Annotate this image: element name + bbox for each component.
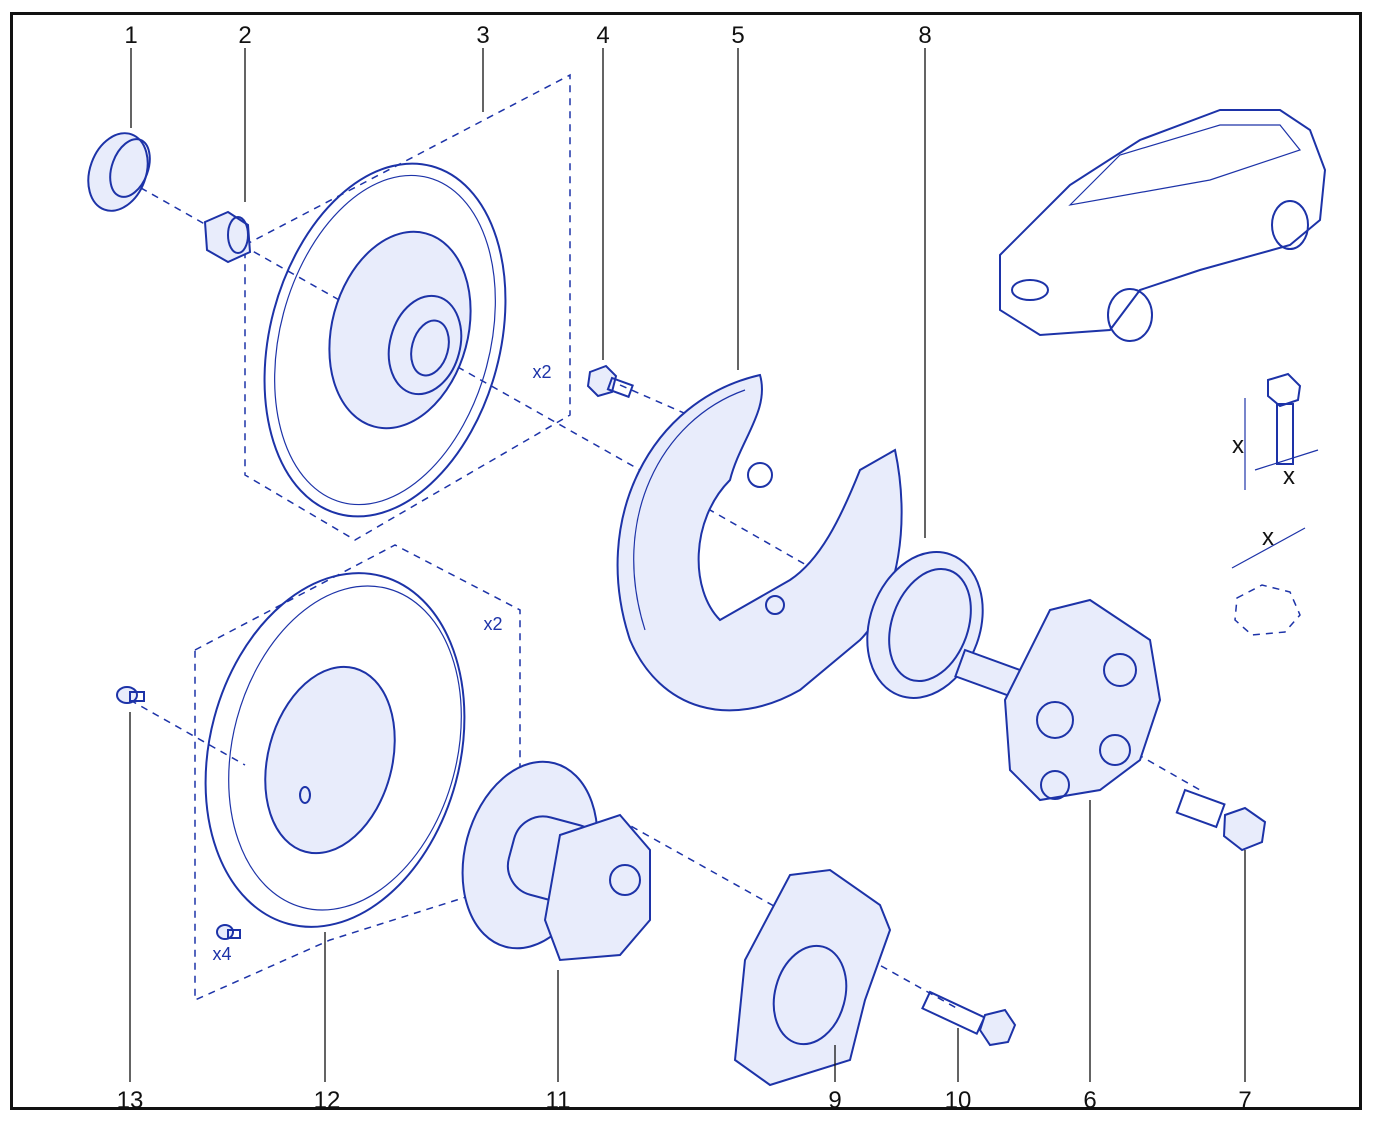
abs-ring — [866, 551, 984, 699]
callout-7: 7 — [1238, 1087, 1251, 1114]
brake-drum — [204, 572, 466, 928]
leader-lines — [129, 48, 1246, 1082]
bolt-diameter-mark: x — [1283, 463, 1295, 490]
hub-nut — [203, 210, 252, 264]
brake-disc — [263, 162, 507, 518]
callout-13: 13 — [117, 1087, 144, 1114]
drum-screw-quantity: x4 — [212, 944, 231, 964]
callout-12: 12 — [314, 1087, 341, 1114]
drum-quantity: x2 — [483, 614, 502, 634]
disc-group-box — [244, 73, 571, 541]
diagram-frame — [10, 12, 1362, 1110]
carrier-bolt — [1175, 788, 1267, 852]
callout-11: 11 — [546, 1087, 571, 1114]
callout-10: 10 — [945, 1087, 972, 1114]
disc-quantity: x2 — [532, 362, 551, 382]
nut-size-mark: x — [1262, 524, 1274, 551]
callout-8: 8 — [918, 22, 931, 49]
plate-bolt — [921, 990, 1017, 1047]
callout-4: 4 — [596, 22, 609, 49]
spacer-plate — [733, 868, 892, 1087]
bolt-length-mark: x — [1232, 432, 1244, 459]
callout-9: 9 — [828, 1087, 841, 1114]
vehicle-illustration — [999, 109, 1327, 342]
callout-1: 1 — [124, 22, 137, 49]
nut-dimension-symbol — [1231, 527, 1306, 636]
callout-2: 2 — [238, 22, 251, 49]
hub-bearing — [461, 760, 651, 962]
drum-group-box — [194, 544, 521, 1002]
dust-shield — [616, 373, 903, 712]
hub-cap — [87, 132, 151, 212]
stub-axle-carrier — [954, 598, 1162, 802]
callout-6: 6 — [1083, 1087, 1096, 1114]
callout-3: 3 — [476, 22, 489, 49]
drum-screw — [116, 686, 145, 704]
shield-bolt — [586, 364, 634, 399]
drum-small-screw — [216, 924, 241, 940]
callout-5: 5 — [731, 22, 744, 49]
bolt-dimension-symbol — [1244, 372, 1319, 490]
